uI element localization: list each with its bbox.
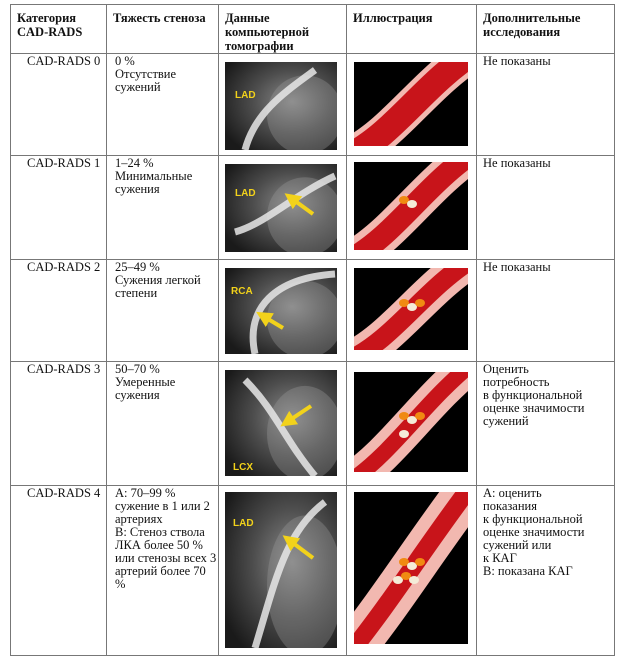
header-row: Категория CAD-RADS Тяжесть стеноза Данны… bbox=[10, 4, 615, 54]
severity-line: 0 % bbox=[115, 54, 135, 68]
header-extra: Дополнительные исследования bbox=[476, 4, 615, 54]
ct-cell: LAD bbox=[218, 485, 347, 656]
arrow-icon bbox=[284, 193, 315, 216]
ct-cell: LCX bbox=[218, 361, 347, 486]
arrow-icon bbox=[282, 535, 315, 560]
header-category: Категория CAD-RADS bbox=[10, 4, 107, 54]
vessel-illustration bbox=[354, 62, 468, 146]
arrow-icon bbox=[280, 404, 313, 427]
ct-image: RCA bbox=[225, 268, 337, 354]
extra-line: Не показаны bbox=[483, 54, 551, 68]
extra-line: сужений bbox=[483, 414, 529, 428]
extra-line: Не показаны bbox=[483, 156, 551, 170]
arrow-icon bbox=[256, 311, 285, 330]
category-cell: CAD-RADS 4 bbox=[10, 485, 107, 656]
ct-image: LAD bbox=[225, 164, 337, 252]
severity-line: B: Стеноз ствола bbox=[115, 525, 205, 539]
vessel-illustration bbox=[354, 372, 468, 472]
extra-line: к функциональной bbox=[483, 512, 583, 526]
extra-line: к КАГ bbox=[483, 551, 517, 565]
header-illustration: Иллюстрация bbox=[346, 4, 477, 54]
ct-cell: LAD bbox=[218, 155, 347, 260]
extra-line: A: оценить bbox=[483, 486, 542, 500]
vessel-label: LCX bbox=[233, 462, 253, 473]
extra-line: Не показаны bbox=[483, 260, 551, 274]
extra-line: Оценить bbox=[483, 362, 529, 376]
extra-line: потребность bbox=[483, 375, 550, 389]
severity-line: сужения bbox=[115, 182, 160, 196]
extra-line: сужений или bbox=[483, 538, 552, 552]
ct-image: LAD bbox=[225, 62, 337, 150]
severity-line: A: 70–99 % bbox=[115, 486, 176, 500]
severity-line: 25–49 % bbox=[115, 260, 160, 274]
vessel-illustration bbox=[354, 162, 468, 250]
severity-line: Отсутствие bbox=[115, 67, 177, 81]
cad-rads-table: Категория CAD-RADS Тяжесть стеноза Данны… bbox=[10, 4, 615, 656]
extra-line: показания bbox=[483, 499, 537, 513]
severity-line: или стенозы всех 3 bbox=[115, 551, 217, 565]
vessel-label: LAD bbox=[233, 518, 254, 529]
vessel-label: LAD bbox=[235, 90, 256, 101]
vessel-label: RCA bbox=[231, 286, 253, 297]
category-cell: CAD-RADS 1 bbox=[10, 155, 107, 260]
illustration-cell bbox=[346, 53, 477, 156]
extra-line: B: показана КАГ bbox=[483, 564, 573, 578]
vessel-illustration bbox=[354, 268, 468, 350]
category-cell: CAD-RADS 3 bbox=[10, 361, 107, 486]
ct-image: LCX bbox=[225, 370, 337, 476]
extra-line: оценке значимости bbox=[483, 401, 585, 415]
severity-line: сужений bbox=[115, 80, 161, 94]
severity-line: сужения bbox=[115, 388, 160, 402]
ct-image: LAD bbox=[225, 492, 337, 648]
severity-line: Умеренные bbox=[115, 375, 176, 389]
category-cell: CAD-RADS 2 bbox=[10, 259, 107, 362]
illustration-cell bbox=[346, 485, 477, 656]
severity-line: 1–24 % bbox=[115, 156, 154, 170]
severity-line: артериях bbox=[115, 512, 163, 526]
vessel-illustration bbox=[354, 492, 468, 644]
ct-cell: LAD bbox=[218, 53, 347, 156]
severity-line: ЛКА более 50 % bbox=[115, 538, 203, 552]
severity-line: степени bbox=[115, 286, 158, 300]
header-severity: Тяжесть стеноза bbox=[106, 4, 219, 54]
vessel-label: LAD bbox=[235, 188, 256, 199]
severity-line: артерий более 70 % bbox=[115, 564, 206, 591]
category-cell: CAD-RADS 0 bbox=[10, 53, 107, 156]
illustration-cell bbox=[346, 155, 477, 260]
header-ct: Данные компьютерной томографии bbox=[218, 4, 347, 54]
severity-line: сужение в 1 или 2 bbox=[115, 499, 210, 513]
extra-line: в функциональной bbox=[483, 388, 583, 402]
severity-line: 50–70 % bbox=[115, 362, 160, 376]
extra-line: оценке значимости bbox=[483, 525, 585, 539]
severity-line: Сужения легкой bbox=[115, 273, 201, 287]
severity-line: Минимальные bbox=[115, 169, 193, 183]
ct-cell: RCA bbox=[218, 259, 347, 362]
illustration-cell bbox=[346, 259, 477, 362]
extra-cell: Не показаны bbox=[476, 259, 615, 362]
extra-cell: Не показаны bbox=[476, 155, 615, 260]
illustration-cell bbox=[346, 361, 477, 486]
extra-cell: Не показаны bbox=[476, 53, 615, 156]
